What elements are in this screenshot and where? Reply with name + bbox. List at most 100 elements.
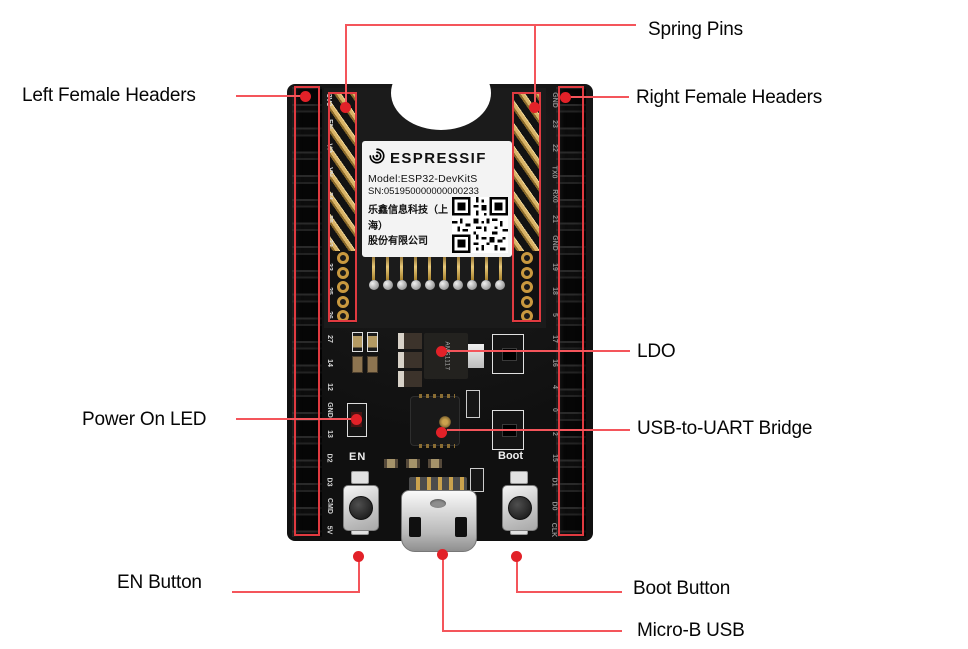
- pin-silkscreen-label: 4: [550, 384, 558, 389]
- right-female-header: [556, 87, 586, 537]
- pin-silkscreen-label: GND: [325, 402, 333, 419]
- castellated-pin: [453, 256, 464, 290]
- callout-line-power-led: [236, 418, 354, 420]
- callout-line-usb-uart: [447, 429, 630, 431]
- pin-silkscreen-label: 15: [550, 454, 558, 463]
- usb-divot: [430, 499, 446, 508]
- callout-line-boot-button-h: [517, 591, 622, 593]
- label-power-on-led: Power On LED: [82, 409, 207, 430]
- castellated-pins: [368, 256, 506, 294]
- board-top-notch: [391, 56, 491, 130]
- pin-silkscreen-label: D3: [325, 477, 333, 487]
- pin-silkscreen-label: 21: [550, 215, 558, 224]
- through-hole-pad: [521, 281, 533, 293]
- callout-line-en-button-v: [358, 556, 360, 593]
- company-name-line1: 乐鑫信息科技（上海）: [368, 205, 448, 232]
- usb-mount-hole: [455, 517, 467, 537]
- callout-dot-power-led: [351, 414, 362, 425]
- pin-silkscreen-label: 17: [550, 334, 558, 343]
- castellated-pin: [368, 256, 379, 290]
- capacitor: [367, 356, 378, 373]
- callout-dot-usb-uart: [436, 427, 447, 438]
- brand-text: ESPRESSIF: [390, 150, 487, 167]
- callout-box-right-spring-pins: [512, 92, 541, 322]
- tantalum-capacitor: [398, 371, 422, 387]
- label-usb-uart-bridge: USB-to-UART Bridge: [637, 418, 813, 439]
- en-button-tab: [351, 471, 369, 484]
- en-silkscreen: EN: [349, 451, 367, 463]
- capacitor: [352, 356, 363, 373]
- left-female-header: [292, 87, 322, 537]
- left-spring-pins: [330, 94, 356, 252]
- callout-dot-en-button: [353, 551, 364, 562]
- company-name-line2: 股份有限公司: [368, 236, 428, 247]
- pin-silkscreen-label: RX0: [550, 188, 558, 203]
- pin-silkscreen-label: D1: [550, 477, 558, 487]
- through-hole-pad: [337, 281, 349, 293]
- pin-silkscreen-label: 18: [550, 287, 558, 295]
- tantalum-capacitor: [398, 333, 422, 349]
- smd-capacitor: [406, 459, 420, 468]
- boot-button-tab: [510, 471, 528, 484]
- through-hole-pad: [337, 252, 349, 264]
- label-right-female-headers: Right Female Headers: [636, 87, 823, 108]
- castellated-pin: [439, 256, 450, 290]
- pin-silkscreen-label: GND: [550, 92, 558, 108]
- through-hole-pad: [337, 266, 349, 279]
- callout-dot-left-spring-pins: [340, 102, 351, 113]
- model-text: Model:ESP32-DevKitS: [368, 173, 478, 185]
- callout-box-left-spring-pins: [328, 92, 357, 322]
- pin-silkscreen-label: 12: [325, 382, 333, 391]
- label-micro-b-usb: Micro-B USB: [637, 620, 745, 641]
- pin-silkscreen-label: 16: [550, 358, 558, 367]
- callout-box-right-female-headers: [558, 86, 584, 536]
- pin-silkscreen-label: D2: [325, 453, 333, 463]
- callout-dot-boot-button: [511, 551, 522, 562]
- castellated-pin: [481, 256, 492, 290]
- through-hole-pad: [521, 266, 533, 279]
- pin-silkscreen-label: CMD: [325, 497, 333, 514]
- pin-silkscreen-label: 2: [550, 432, 558, 437]
- through-hole-pad: [521, 252, 533, 264]
- pin-silkscreen-label: 0: [550, 408, 558, 413]
- through-hole-pad: [521, 295, 533, 308]
- callout-dot-right-spring-pins: [529, 102, 540, 113]
- pin-silkscreen-label: 19: [550, 263, 558, 272]
- smd-component: [466, 390, 480, 418]
- callout-line-ldo: [447, 350, 630, 352]
- left-spring-pads: [330, 251, 356, 323]
- ldo-heat-tab: [468, 344, 484, 368]
- right-spring-pins: [514, 94, 540, 252]
- en-button-plunger: [349, 496, 373, 520]
- label-left-female-headers: Left Female Headers: [22, 85, 196, 106]
- boot-button-component: [502, 485, 538, 531]
- smd-capacitor: [384, 459, 398, 468]
- en-button-component: [343, 485, 379, 531]
- pin-silkscreen-label: 5: [550, 312, 558, 317]
- callout-dot-micro-usb: [437, 549, 448, 560]
- callout-line-spring-pins: [346, 24, 636, 26]
- pin-silkscreen-label: 23: [550, 119, 558, 128]
- through-hole-pad: [337, 295, 349, 308]
- smd-component: [470, 468, 484, 492]
- pin-silkscreen-label: 27: [325, 334, 333, 343]
- pin-silkscreen-label: GND: [550, 235, 558, 252]
- usb-to-uart-bridge-chip: [410, 394, 460, 448]
- boot-silkscreen: Boot: [498, 450, 524, 462]
- pin-silkscreen-label: 5V: [325, 525, 333, 535]
- callout-line-micro-usb-h: [443, 630, 622, 632]
- tantalum-capacitor: [398, 352, 422, 368]
- smd-capacitor: [428, 459, 442, 468]
- chip-logo-icon: [438, 415, 452, 429]
- qr-code: [452, 197, 508, 253]
- transistor: [492, 334, 524, 374]
- callout-dot-right-female-headers: [560, 92, 571, 103]
- pin-silkscreen-label: TX0: [550, 165, 558, 179]
- serial-number: SN:051950000000000233: [368, 186, 479, 197]
- module-sticker: ESPRESSIF Model:ESP32-DevKitS SN:0519500…: [362, 141, 512, 257]
- label-boot-button: Boot Button: [633, 578, 731, 599]
- pin-silkscreen-label: 22: [550, 143, 558, 152]
- pin-silkscreen-label: D0: [550, 501, 558, 511]
- label-ldo: LDO: [637, 341, 676, 362]
